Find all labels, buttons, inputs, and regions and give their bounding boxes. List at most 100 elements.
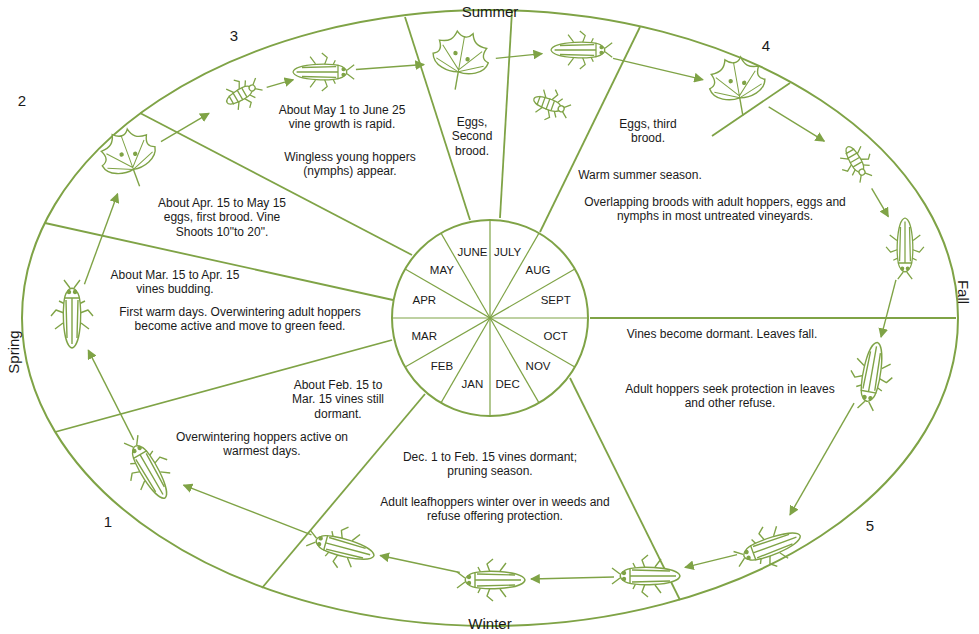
cycle-arrow	[356, 65, 424, 70]
month-label: OCT	[544, 330, 568, 342]
month-label: MAY	[430, 264, 454, 276]
hopper-antennae	[457, 572, 465, 588]
adult-hopper	[886, 218, 924, 279]
hopper-eye	[906, 267, 909, 270]
leaf-stem	[740, 98, 743, 116]
hopper-eye	[138, 446, 142, 450]
hopper-wing-veins	[750, 530, 799, 561]
leaf-egg	[133, 152, 137, 156]
hopper-eye	[745, 550, 749, 554]
note-text: About Mar. 15 to Apr. 15 vines budding.	[105, 268, 245, 297]
season-note: Eggs, Second brood.	[442, 115, 502, 161]
note-text: Vines become dormant. Leaves fall.	[602, 327, 842, 341]
season-note: Vines become dormant. Leaves fall.Adult …	[602, 327, 842, 413]
nymph-head	[858, 168, 866, 176]
month-label: SEPT	[541, 294, 571, 306]
hopper-wing-veins	[324, 535, 373, 562]
note-body: Warm summer season.	[570, 168, 710, 182]
leaf-egg	[120, 153, 124, 157]
nymph-segments	[228, 87, 247, 105]
season-note: Eggs, third brood.Warm summer season.Ove…	[570, 117, 860, 226]
hopper-eye	[863, 395, 866, 398]
leaf-veins	[99, 127, 156, 177]
cycle-arrow	[88, 350, 133, 440]
hopper-wing-veins	[555, 43, 596, 57]
season-note: About Mar. 15 to Apr. 15 vines budding.F…	[105, 268, 365, 336]
hopper-wing-veins	[64, 298, 80, 344]
month-label: MAR	[412, 330, 438, 342]
season-note: About Apr. 15 to May 15 eggs, first broo…	[157, 196, 287, 242]
leaf-blade	[705, 54, 767, 104]
cycle-arrow	[267, 80, 294, 88]
nymph-segments	[537, 95, 555, 111]
hopper-body	[741, 528, 803, 565]
nymph-legs	[224, 70, 267, 113]
note-body: Adult leafhoppers winter over in weeds a…	[370, 495, 620, 524]
nymph-head	[557, 105, 565, 113]
cycle-arrow	[531, 577, 614, 579]
note-text: About Feb. 15 to Mar. 15 vines still dor…	[282, 378, 394, 421]
season-note: About Feb. 15 to Mar. 15 vines still dor…	[172, 378, 394, 461]
leaf-blade	[93, 122, 159, 179]
hopper-eye	[468, 582, 471, 585]
adult-hopper	[51, 280, 93, 348]
hopper-eye	[869, 396, 872, 399]
hopper-body	[858, 341, 886, 403]
leaf-egg	[454, 51, 457, 54]
hopper-antennae	[64, 280, 80, 288]
nymph-hopper	[528, 84, 574, 127]
hopper-wing-veins	[297, 65, 338, 79]
month-spoke	[405, 269, 575, 367]
month-label: NOV	[526, 360, 551, 372]
hopper-eye	[342, 68, 345, 71]
adult-hopper	[845, 339, 898, 413]
hopper-wing-veins	[475, 572, 521, 588]
hopper-body	[897, 218, 913, 272]
season-label: Summer	[462, 3, 519, 20]
leaf-egg	[729, 79, 732, 82]
hopper-eye	[319, 537, 323, 541]
note-text: About Apr. 15 to May 15 eggs, first broo…	[157, 196, 287, 239]
hopper-eye	[901, 267, 904, 270]
hopper-antennae	[898, 272, 912, 279]
leaf-egg	[466, 58, 469, 61]
month-label: FEB	[431, 360, 453, 372]
hopper-eye	[623, 578, 626, 581]
hopper-eye	[600, 51, 603, 54]
hopper-antennae	[858, 400, 875, 411]
hopper-wing-veins	[898, 222, 912, 263]
leaf-stem	[133, 169, 139, 186]
season-note: About May 1 to June 25 vine growth is ra…	[270, 103, 430, 181]
cycle-arrow	[872, 188, 889, 216]
cycle-arrow	[161, 113, 209, 141]
cycle-arrow	[790, 403, 854, 515]
cycle-arrow	[769, 107, 825, 141]
season-note: Dec. 1 to Feb. 15 vines dormant; pruning…	[370, 450, 620, 526]
hopper-eye	[747, 556, 751, 560]
note-text: Dec. 1 to Feb. 15 vines dormant; pruning…	[390, 450, 590, 479]
hopper-wing-veins	[861, 345, 885, 393]
cycle-arrow	[613, 58, 703, 79]
hopper-body	[128, 442, 173, 502]
season-label: Fall	[955, 280, 972, 304]
hopper-antennae	[612, 568, 620, 584]
hopper-body	[551, 42, 605, 58]
hopper-figures	[51, 28, 924, 601]
hopper-eye	[600, 46, 603, 49]
hopper-body	[465, 571, 525, 588]
leaf-veins	[710, 58, 764, 102]
nymph-hopper	[219, 70, 267, 116]
cycle-arrow	[380, 556, 460, 573]
note-text: Eggs, third brood.	[603, 117, 693, 146]
hopper-eye	[468, 576, 471, 579]
hopper-eye	[68, 291, 71, 294]
month-spokes	[392, 220, 588, 416]
adult-hopper	[551, 31, 612, 69]
adult-hopper	[113, 429, 183, 509]
note-text: Eggs, Second brood.	[442, 115, 502, 158]
month-label: AUG	[526, 264, 551, 276]
leaf-stem	[455, 72, 458, 90]
hopper-wing-veins	[133, 451, 170, 499]
hopper-wing-veins	[630, 568, 676, 584]
